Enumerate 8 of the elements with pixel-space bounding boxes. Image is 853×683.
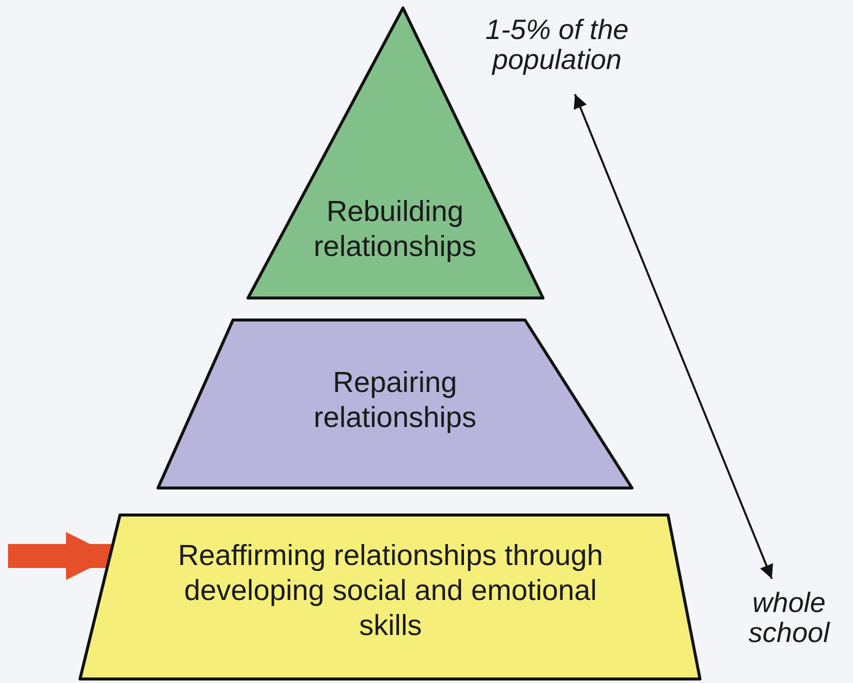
- double-arrow: [574, 94, 774, 580]
- tier-label: Rebuilding relationships: [312, 195, 478, 265]
- side-note: 1-5% of the population: [462, 15, 652, 85]
- tier-label: Reaffirming relationships through developing social and emotional skills: [176, 539, 604, 644]
- pyramid-tier: [78, 513, 703, 681]
- side-note: whole school: [730, 588, 848, 654]
- tier-label: Repairing relationships: [312, 366, 478, 436]
- pyramid-tier: [155, 318, 635, 490]
